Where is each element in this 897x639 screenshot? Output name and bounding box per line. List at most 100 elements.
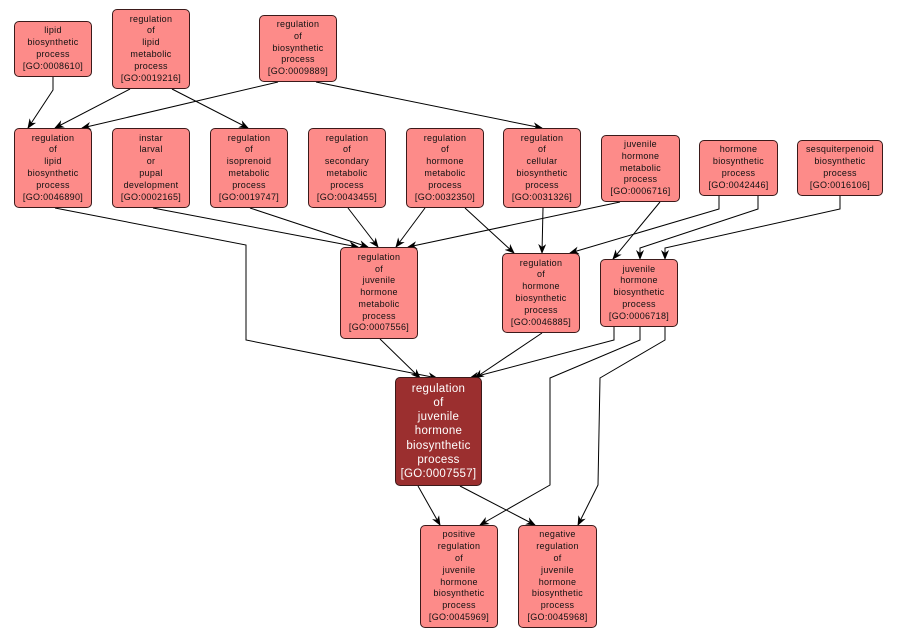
edge-n6-n13 bbox=[249, 207, 369, 248]
node-label-line: biosynthetic bbox=[406, 439, 471, 452]
node-label-line: regulation bbox=[519, 257, 563, 268]
node-label-line: regulation bbox=[276, 19, 320, 29]
node-label-line: process bbox=[417, 453, 460, 466]
node-label-line: metabolic bbox=[228, 168, 270, 178]
node-label-line: of bbox=[244, 144, 254, 155]
node-label-line: biosynthetic bbox=[613, 287, 665, 298]
node-label-line: juvenile bbox=[362, 275, 396, 286]
node-label-line: process bbox=[428, 179, 462, 190]
edge-n11-n14 bbox=[569, 196, 720, 255]
node-label-line: regulation bbox=[357, 251, 401, 262]
node-label-line: process bbox=[622, 298, 656, 309]
edge-n10-n13 bbox=[407, 201, 621, 250]
node-label-line: biosynthetic bbox=[27, 37, 79, 48]
node-label-line: hormone bbox=[621, 150, 660, 161]
go-id: [GO:0002165] bbox=[120, 191, 182, 202]
node-label-line: metabolic bbox=[130, 49, 172, 59]
node-label-line: juvenile bbox=[541, 564, 574, 575]
node-label-line: sesquiterpenoid bbox=[805, 144, 875, 155]
node-label-line: process bbox=[442, 600, 476, 611]
go-id: [GO:0032350] bbox=[414, 191, 476, 202]
node-label-line: biosynthetic bbox=[712, 156, 765, 167]
node-label-line: hormone bbox=[414, 425, 463, 438]
edge-n16-n17 bbox=[417, 485, 441, 526]
node-label-line: process bbox=[525, 179, 559, 190]
go-id: [GO:0045969] bbox=[428, 611, 490, 622]
go-id: [GO:0006716] bbox=[610, 186, 671, 197]
go-id: [GO:0045968] bbox=[527, 611, 588, 622]
edge-n8-n13 bbox=[395, 207, 426, 248]
edge-n15-n18 bbox=[577, 327, 666, 526]
node-label-line: larval bbox=[139, 144, 163, 155]
node-label-line: metabolic bbox=[358, 298, 400, 309]
node-label-line: process bbox=[823, 168, 857, 178]
node-label-line: biosynthetic bbox=[272, 42, 324, 53]
go-id: [GO:0019747] bbox=[218, 191, 280, 202]
node-label-line: process bbox=[134, 60, 168, 71]
node-label-line: process bbox=[36, 179, 70, 190]
edge-n15-n17 bbox=[479, 327, 641, 526]
edge-n3-n4 bbox=[81, 81, 279, 130]
edge-n11-n15 bbox=[636, 196, 759, 260]
node-label-line: of bbox=[537, 144, 547, 155]
node-label-line: process bbox=[330, 179, 364, 190]
node-label-line: regulation bbox=[129, 13, 173, 24]
node-label-line: of bbox=[374, 263, 384, 274]
go-id: [GO:0008610] bbox=[22, 60, 84, 71]
node-label-line: biosynthetic bbox=[433, 588, 485, 599]
node-label-line: regulation bbox=[423, 132, 467, 143]
go-id: [GO:0007556] bbox=[348, 322, 410, 333]
edge-n9-n14 bbox=[538, 207, 547, 254]
node-label-line: regulation bbox=[411, 382, 466, 395]
go-id: [GO:0016106] bbox=[809, 179, 871, 190]
go-id: [GO:0019216] bbox=[120, 72, 182, 83]
node-label-line: juvenile bbox=[624, 139, 657, 149]
node-label-line: biosynthetic bbox=[515, 293, 567, 303]
edge-n4-n16 bbox=[54, 207, 438, 381]
node-label-line: negative bbox=[539, 529, 576, 540]
edge-n16-n18 bbox=[459, 485, 536, 526]
node-label-line: cellular bbox=[526, 156, 558, 167]
node-label-line: regulation bbox=[520, 132, 564, 143]
node-label-line: regulation bbox=[227, 132, 271, 143]
edge-n2-n4 bbox=[54, 88, 131, 129]
node-label-line: process bbox=[232, 179, 266, 190]
node-label-line: biosynthetic bbox=[531, 588, 584, 599]
node-label-line: hormone bbox=[522, 281, 560, 292]
node-label-line: biosynthetic bbox=[516, 168, 568, 178]
node-label-line: regulation bbox=[536, 541, 579, 552]
edge-n10-n15 bbox=[612, 201, 661, 260]
node-label-line: hormone bbox=[360, 287, 398, 298]
node-label-line: hormone bbox=[440, 576, 478, 587]
node-label-line: or bbox=[146, 156, 156, 167]
node-label-line: pupal bbox=[139, 168, 163, 178]
node-label-line: regulation bbox=[325, 132, 369, 143]
node-label-line: lipid bbox=[44, 156, 62, 167]
node-label-line: process bbox=[281, 54, 315, 65]
node-label-line: isoprenoid bbox=[226, 156, 272, 167]
edge-n14-n16 bbox=[474, 332, 543, 379]
edge-n2-n6 bbox=[171, 88, 249, 129]
node-label-line: lipid bbox=[142, 37, 160, 48]
node-label-line: of bbox=[293, 30, 303, 41]
